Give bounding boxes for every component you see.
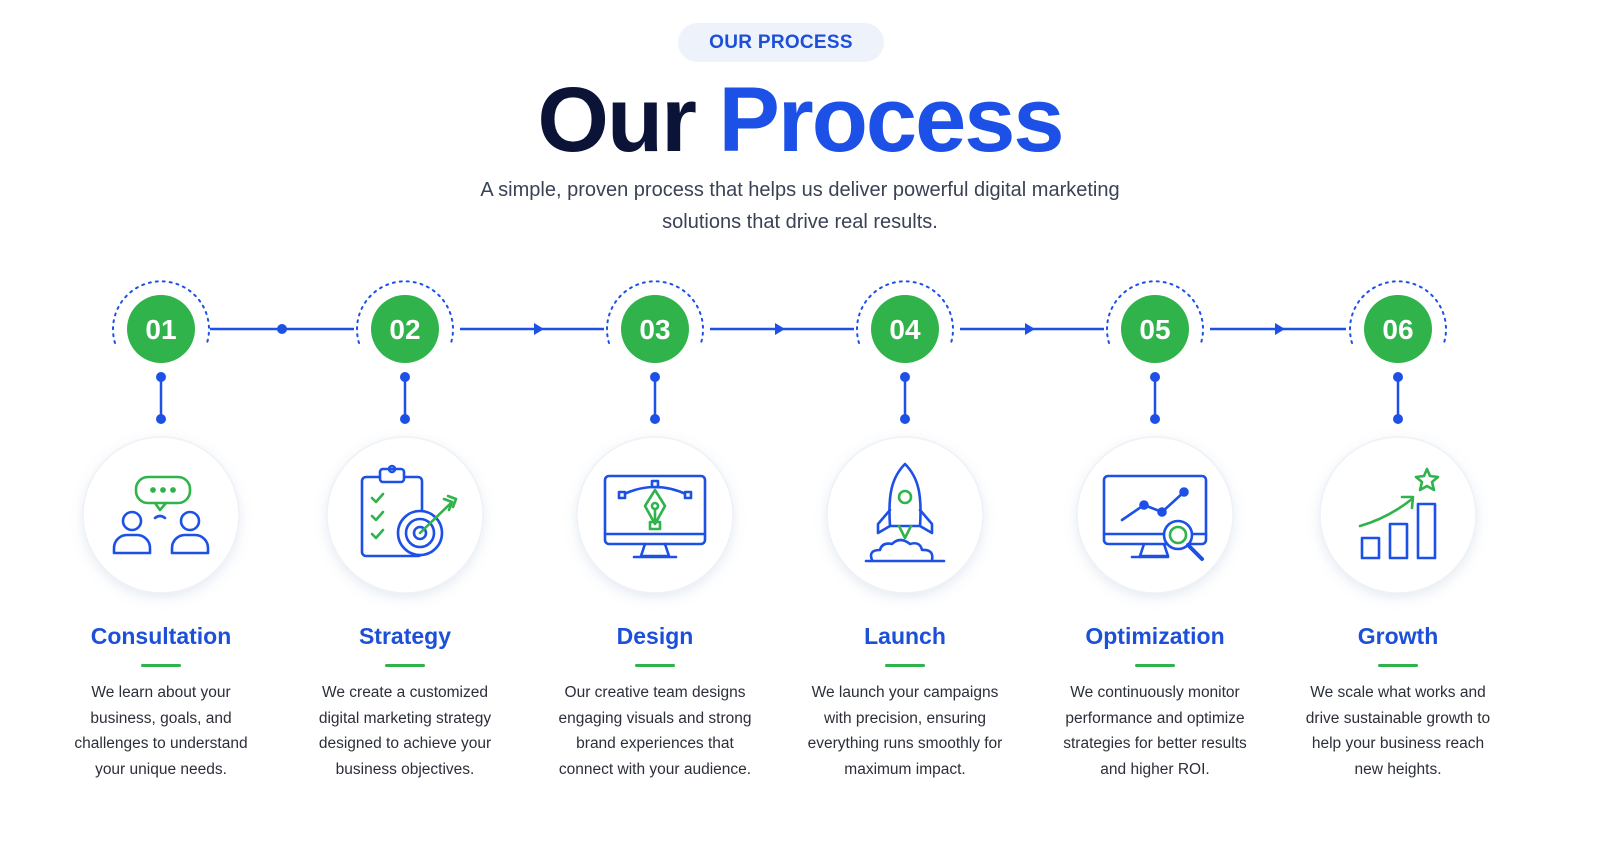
step-number: 04 [889, 314, 921, 345]
step-description: We create a customized digital marketing… [318, 684, 492, 778]
step-title-underline [385, 664, 425, 667]
step-title: Strategy [358, 623, 452, 649]
step-description: We scale what works and drive sustainabl… [1305, 684, 1491, 778]
strategy-clipboard-target-icon [360, 464, 458, 558]
page-title: Our Process [0, 70, 1600, 170]
optimization-monitor-magnifier-icon [1102, 474, 1208, 561]
step-title: Growth [1357, 623, 1439, 649]
growth-bar-chart-icon [1358, 467, 1440, 560]
step-title: Launch [864, 623, 946, 649]
step-title: Optimization [1085, 623, 1225, 649]
icon-circle [1076, 436, 1234, 594]
step-title-underline [141, 664, 181, 667]
step-title-underline [1378, 664, 1418, 667]
icon-circle [326, 436, 484, 594]
step-number: 05 [1139, 314, 1170, 345]
arrow-right-icon [1025, 323, 1035, 335]
connector-dot [277, 324, 287, 334]
icon-circle [826, 436, 984, 594]
link-dot [156, 414, 166, 424]
page-title-blue: Process [718, 69, 1065, 171]
step-number-circle [371, 295, 439, 363]
step-number-circle [127, 295, 195, 363]
icon-circle [1319, 436, 1477, 594]
step-title-underline [635, 664, 675, 667]
step-title: Consultation [90, 623, 232, 649]
step-number-circle [871, 295, 939, 363]
step-number-circle [1364, 295, 1432, 363]
design-monitor-pen-icon [603, 474, 707, 559]
step-number: 03 [639, 314, 670, 345]
step-description: We learn about your business, goals, and… [74, 684, 248, 778]
launch-rocket-icon [864, 462, 946, 563]
step-node: 04 [826, 280, 984, 594]
consultation-people-icon [112, 475, 210, 555]
step-number: 01 [145, 314, 176, 345]
arrow-right-icon [534, 323, 544, 335]
step-description: We launch your campaigns with precision,… [807, 684, 1003, 778]
link-dot [400, 414, 410, 424]
section-badge: OUR PROCESS [678, 23, 884, 62]
step-number-circle [1121, 295, 1189, 363]
step-title-underline [1135, 664, 1175, 667]
step-number-circle [621, 295, 689, 363]
arrow-right-icon [775, 323, 785, 335]
timeline-connectors [210, 323, 1346, 335]
page-title-dark: Our [537, 69, 697, 171]
link-dot [1393, 414, 1403, 424]
page-subtitle: A simple, proven process that helps us d… [480, 179, 1120, 233]
link-dot [900, 414, 910, 424]
link-dot [650, 414, 660, 424]
step-title-underline [885, 664, 925, 667]
arrow-right-icon [1275, 323, 1285, 335]
step-description: We continuously monitor performance and … [1063, 684, 1247, 778]
step-number: 06 [1382, 314, 1413, 345]
link-dot [1150, 414, 1160, 424]
step-description: Our creative team designs engaging visua… [558, 684, 752, 778]
step-number: 02 [389, 314, 420, 345]
step-title: Design [616, 623, 694, 649]
